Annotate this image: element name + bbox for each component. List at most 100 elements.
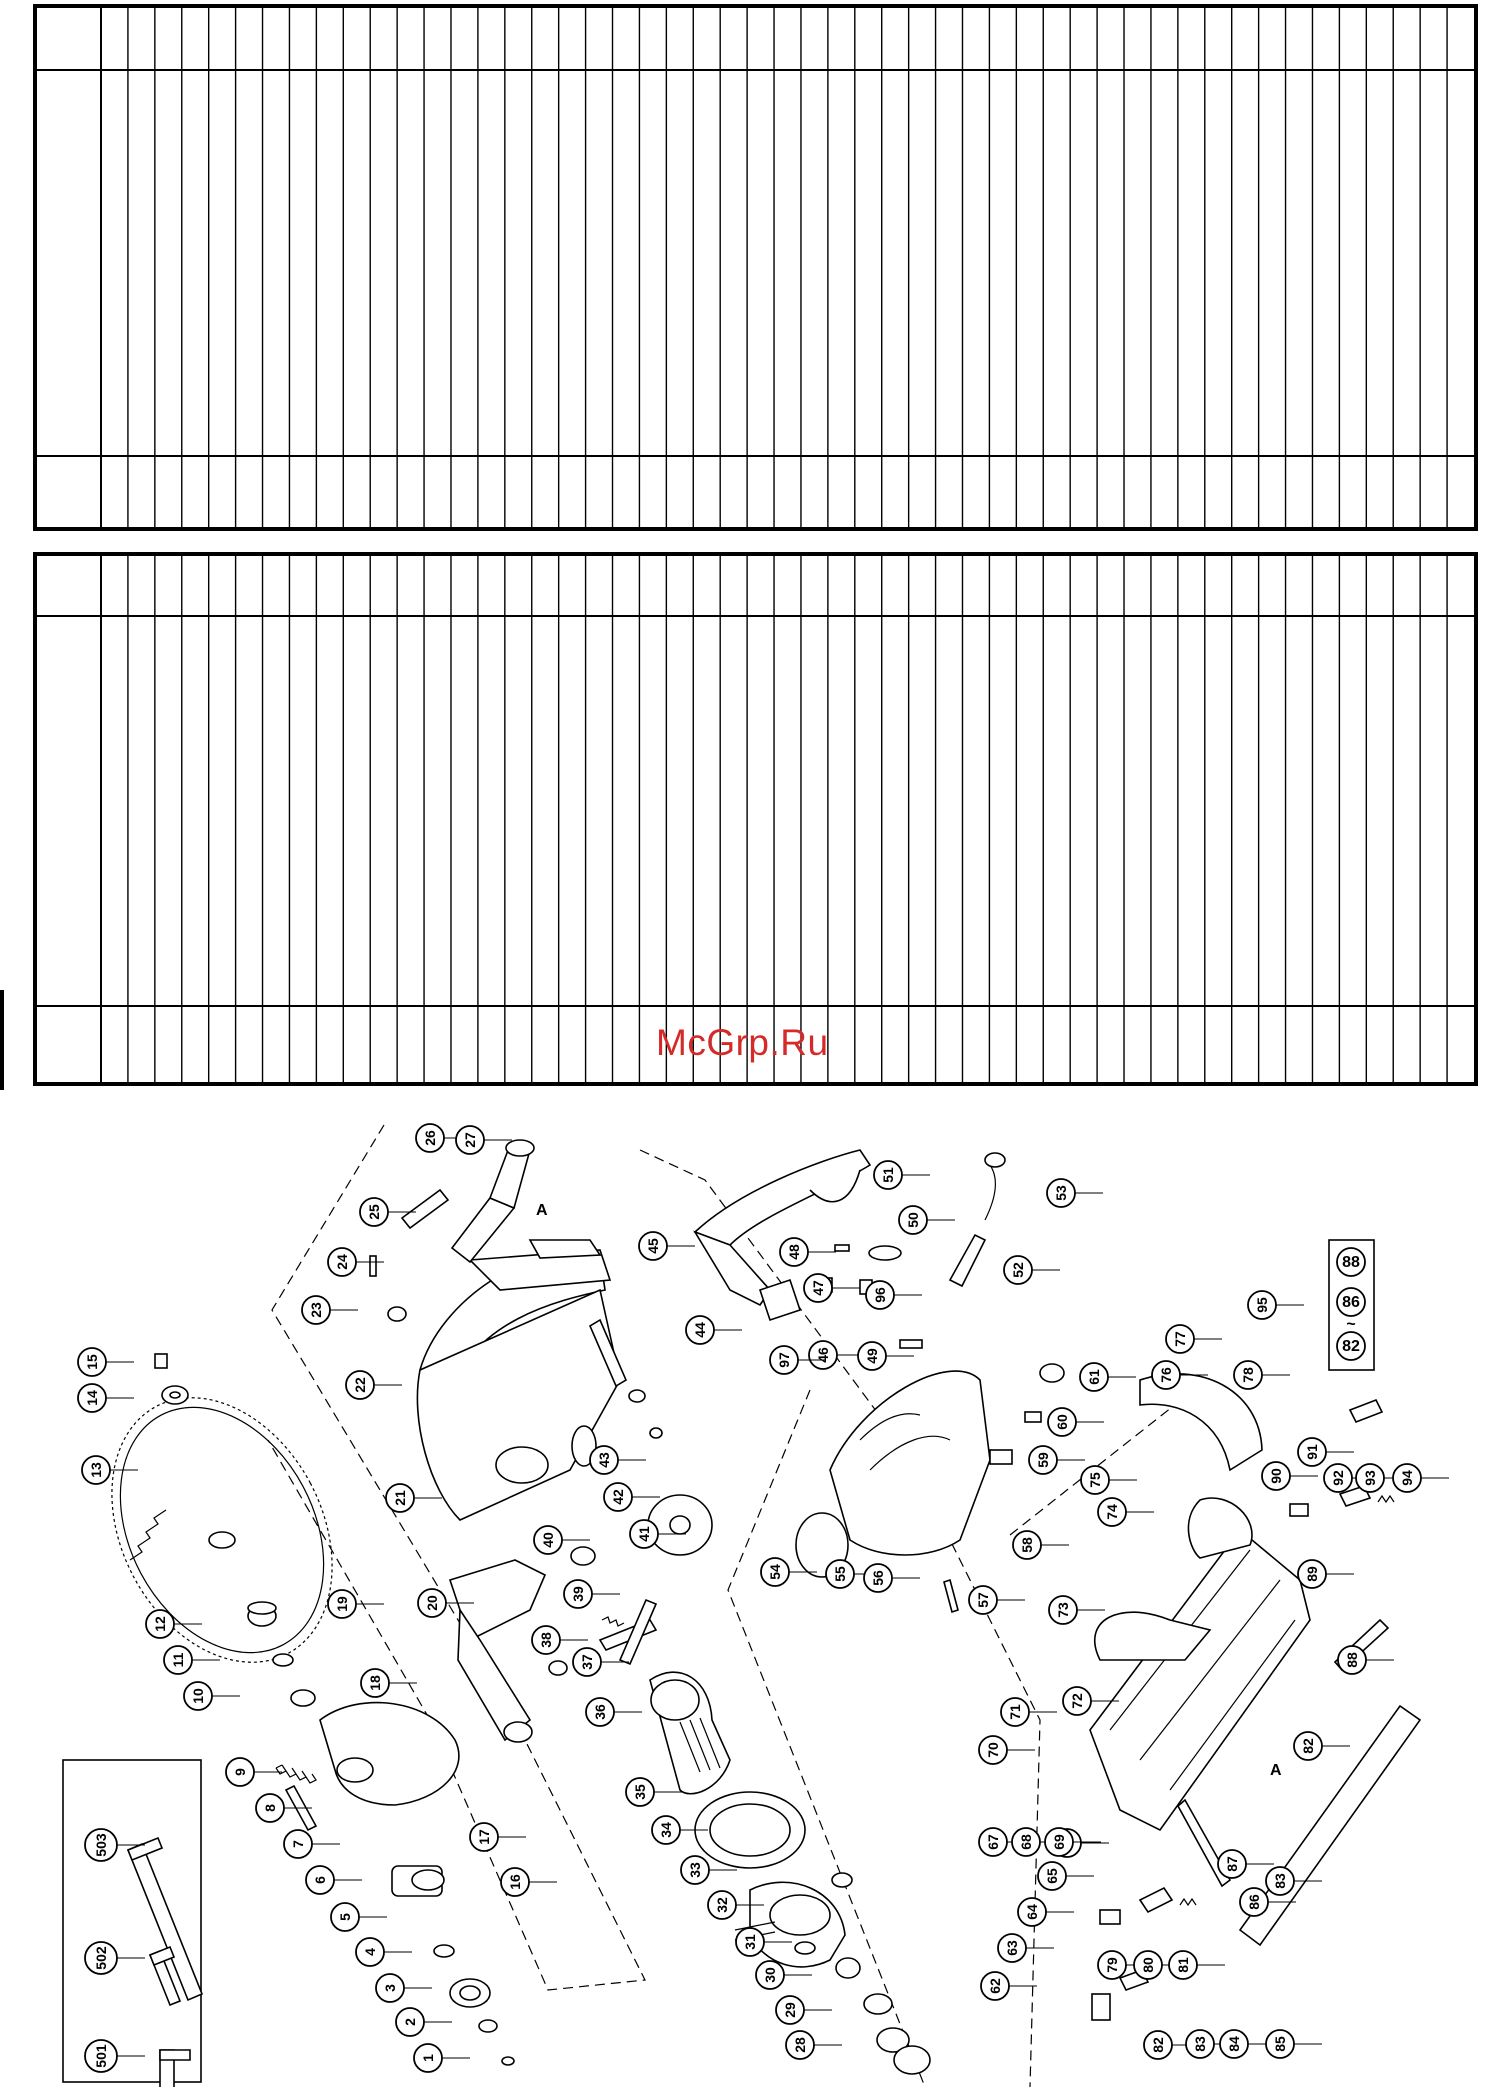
callout-circle [385,1483,415,1513]
callout-number: 81 [1175,1957,1191,1973]
callout-33: 33 [680,1855,737,1885]
callout-number: 14 [84,1390,100,1406]
callout-number: 95 [1254,1297,1270,1313]
range-to: 88 [1342,1254,1360,1271]
callout-30: 30 [755,1960,812,1990]
callout-number: 502 [93,1946,109,1970]
callout-90: 90 [1261,1461,1318,1491]
callout-number: 96 [872,1287,888,1303]
callout-3: 3 [375,1973,432,2003]
callout-78: 78 [1233,1360,1290,1390]
callout-circle [395,2007,425,2037]
callout-circle [345,1370,375,1400]
callout-number: 5 [337,1913,353,1921]
callout-93: 93 [1355,1463,1412,1493]
callout-circle [1355,1463,1385,1493]
callout-number: 18 [367,1675,383,1691]
callout-17: 17 [469,1822,526,1852]
callout-26: 26 [415,1123,472,1153]
callout-circle [978,1827,1008,1857]
callout-circle [779,1237,809,1267]
callout-circle [857,1341,887,1371]
callout-2: 2 [395,2007,452,2037]
callout-circle [1168,1950,1198,1980]
callout-number: 64 [1024,1904,1040,1920]
callout-circle [808,1340,838,1370]
callout-number: 52 [1010,1262,1026,1278]
callout-circle [1097,1497,1127,1527]
callout-80: 80 [1133,1950,1190,1980]
saw-blade [111,1397,333,1663]
callout-number: 80 [1140,1957,1156,1973]
callout-84: 84 [1219,2029,1276,2059]
callout-number: 83 [1272,1873,1288,1889]
callout-64: 64 [1017,1897,1074,1927]
callout-circle [1046,1178,1076,1208]
callout-72: 72 [1062,1686,1119,1716]
callout-number: 36 [592,1704,608,1720]
callout-87: 87 [1217,1849,1274,1879]
callout-number: 84 [1226,2036,1242,2052]
range-tilde: ~ [1346,1316,1355,1333]
callout-circle [413,2043,443,2073]
base-plate [1089,1497,1311,1832]
callout-number: 6 [312,1876,328,1884]
callout-number: 70 [985,1742,1001,1758]
callout-501: 501 [84,2039,145,2073]
callout-4: 4 [355,1937,412,1967]
callout-54: 54 [760,1557,817,1587]
callout-71: 71 [1000,1697,1057,1727]
front-handle [448,1559,547,1743]
callout-number: 85 [1272,2036,1288,2052]
callout-number: 79 [1104,1957,1120,1973]
callout-number: 13 [88,1462,104,1478]
callout-number: 87 [1224,1856,1240,1872]
callout-circle [629,1519,659,1549]
power-cord [948,1152,1006,1288]
callout-number: 71 [1007,1704,1023,1720]
callout-circle [978,1735,1008,1765]
callout-number: 74 [1104,1504,1120,1520]
callout-circle [1003,1255,1033,1285]
callout-number: 4 [362,1948,378,1956]
callout-number: 65 [1044,1868,1060,1884]
callout-circle [1392,1463,1422,1493]
callout-circle [77,1383,107,1413]
callout-88: 88 [1337,1645,1394,1675]
callout-50: 50 [898,1205,955,1235]
callout-60: 60 [1047,1407,1104,1437]
callout-circle [77,1347,107,1377]
callout-number: 48 [786,1244,802,1260]
callout-number: 11 [170,1652,186,1667]
callout-number: 1 [420,2054,436,2062]
callout-number: 83 [1192,2036,1208,2052]
callout-circle [84,1941,118,1975]
callout-94: 94 [1392,1463,1449,1493]
callout-circle [375,1973,405,2003]
callout-circle [1011,1827,1041,1857]
callout-number: 43 [596,1452,612,1468]
callout-73: 73 [1048,1595,1105,1625]
callout-circle [1261,1461,1291,1491]
callout-number: 58 [1019,1537,1035,1553]
watermark: McGrp.Ru [656,1022,829,1063]
callout-circle [1293,1731,1323,1761]
callout-circle [563,1579,593,1609]
callout-45: 45 [638,1231,695,1261]
bearing [548,1494,713,1676]
callout-42: 42 [603,1482,660,1512]
callout-circle [769,1345,799,1375]
callout-circle [255,1793,285,1823]
callout-circle [707,1890,737,1920]
callout-number: 92 [1330,1470,1346,1486]
callout-83: 83 [1185,2029,1242,2059]
callout-circle [638,1231,668,1261]
callout-circle [533,1525,563,1555]
callout-number: 503 [93,1833,109,1857]
callout-number: 44 [692,1322,708,1338]
callout-number: 46 [815,1347,831,1363]
callout-number: 89 [1304,1566,1320,1582]
callout-5: 5 [330,1902,387,1932]
callout-circle [183,1681,213,1711]
callout-47: 47 [803,1273,860,1303]
